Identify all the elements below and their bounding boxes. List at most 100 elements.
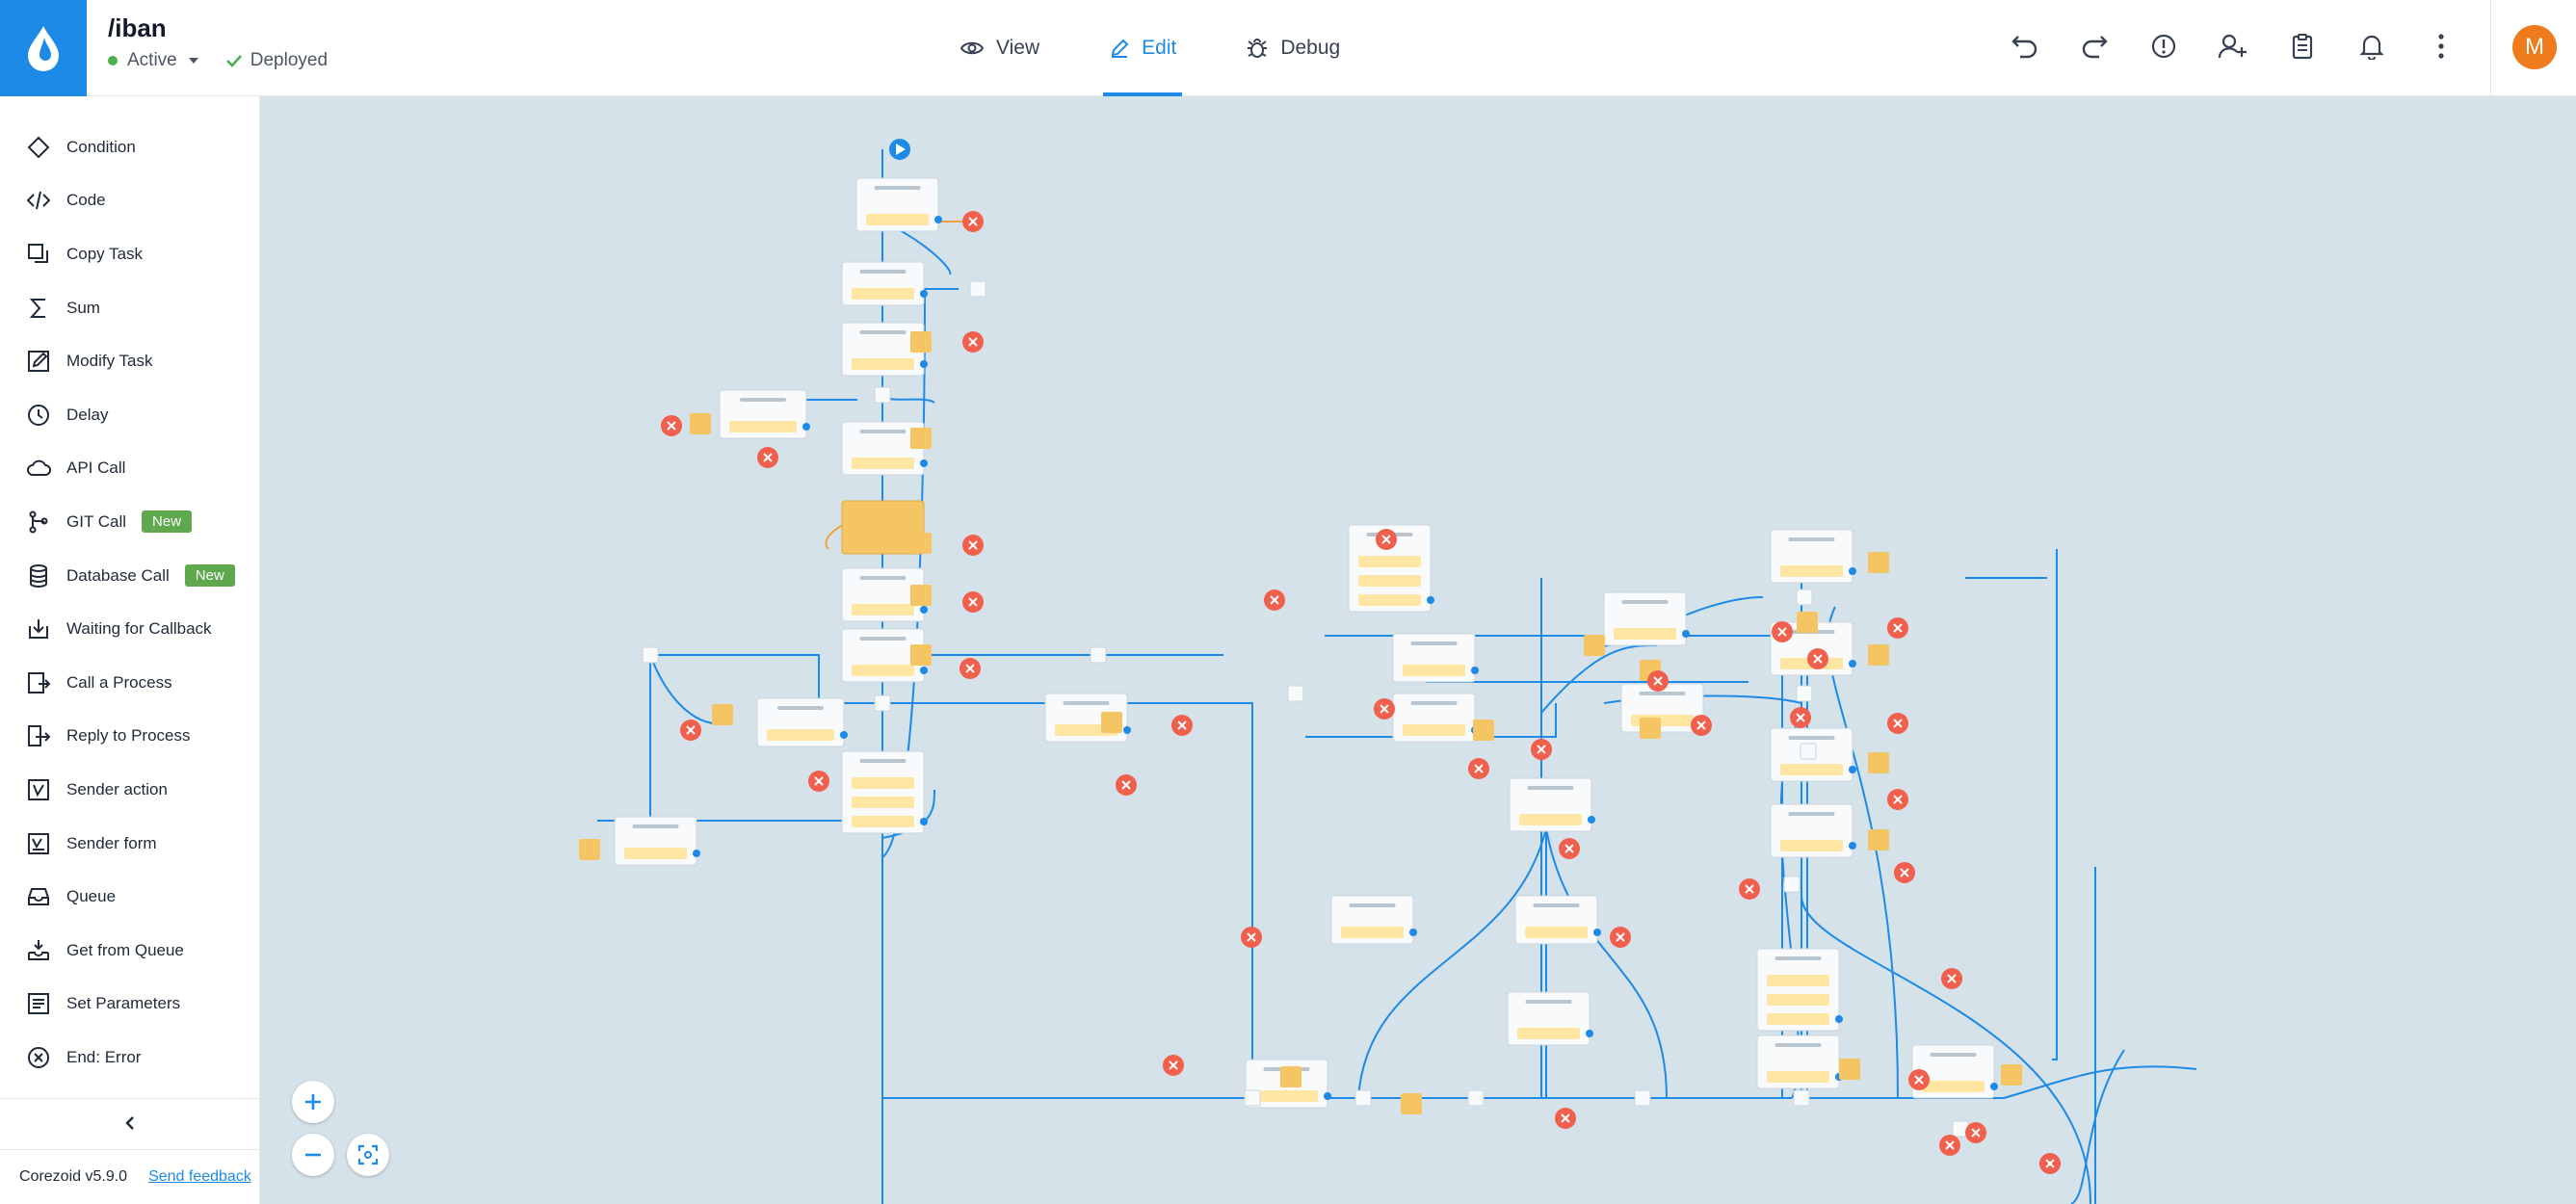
node-title-mark bbox=[859, 759, 907, 763]
node-title-mark bbox=[1774, 956, 1822, 960]
node-field bbox=[1780, 840, 1843, 851]
palette-item-waiting-for-callback[interactable]: Waiting for Callback bbox=[0, 602, 259, 656]
bell-icon bbox=[2359, 35, 2384, 60]
node-field bbox=[1403, 724, 1465, 736]
palette-item-git-call[interactable]: GIT Call New bbox=[0, 495, 259, 549]
alerts-button[interactable] bbox=[2144, 27, 2183, 65]
user-avatar[interactable]: M bbox=[2512, 25, 2557, 69]
connection-edge bbox=[881, 491, 1541, 1099]
error-cross-mark bbox=[1561, 1113, 1570, 1123]
node-title-mark bbox=[1788, 537, 1835, 541]
send-feedback-link[interactable]: Send feedback bbox=[148, 1168, 251, 1185]
palette-item-database-call[interactable]: Database Call New bbox=[0, 549, 259, 603]
node-field bbox=[1614, 628, 1676, 640]
eye-icon bbox=[959, 41, 985, 55]
escalation-node bbox=[2001, 1064, 2022, 1086]
fit-to-screen-button[interactable] bbox=[347, 1134, 389, 1176]
error-cross-mark bbox=[968, 217, 978, 226]
deploy-status: Deployed bbox=[225, 50, 328, 71]
notifications-button[interactable] bbox=[2353, 27, 2391, 65]
status-dropdown[interactable]: Active bbox=[108, 50, 200, 71]
escalation-node bbox=[1868, 752, 1889, 773]
palette-item-condition[interactable]: Condition bbox=[0, 120, 259, 174]
palette-item-modify-task[interactable]: Modify Task bbox=[0, 334, 259, 388]
node-field bbox=[1517, 1028, 1580, 1039]
node-field bbox=[1519, 814, 1582, 825]
palette-item-reply-to-process[interactable]: Reply to Process bbox=[0, 710, 259, 764]
error-cross-mark bbox=[1900, 868, 1909, 877]
more-button[interactable] bbox=[2422, 27, 2460, 65]
palette-item-code[interactable]: Code bbox=[0, 174, 259, 228]
palette-item-label: Get from Queue bbox=[66, 940, 184, 959]
node-palette-list: Condition Code Copy Task Sum Modify Task… bbox=[0, 96, 259, 1085]
undo-button[interactable] bbox=[2006, 27, 2044, 65]
node-port bbox=[1849, 567, 1856, 575]
junction-node bbox=[874, 386, 891, 404]
palette-item-set-parameters[interactable]: Set Parameters bbox=[0, 978, 259, 1032]
database-icon bbox=[30, 563, 47, 588]
error-cross-mark bbox=[1947, 974, 1957, 983]
node-port bbox=[1990, 1083, 1998, 1090]
node-port bbox=[1849, 842, 1856, 850]
process-node bbox=[1756, 948, 1840, 1032]
node-port bbox=[1849, 660, 1856, 667]
node-title-mark bbox=[1774, 1043, 1822, 1047]
error-cross-mark bbox=[763, 453, 773, 462]
connection-edge bbox=[1545, 827, 1668, 1099]
corezoid-logo[interactable] bbox=[0, 0, 87, 96]
top-bar: /iban Active Deployed View Edit bbox=[0, 0, 2576, 96]
connection-edge bbox=[650, 654, 882, 704]
node-title-mark bbox=[1533, 903, 1580, 907]
tab-edit[interactable]: Edit bbox=[1103, 0, 1183, 96]
diamond-icon bbox=[27, 136, 50, 159]
zoom-out-button[interactable] bbox=[292, 1134, 334, 1176]
tab-view[interactable]: View bbox=[954, 0, 1045, 96]
palette-item-sender-action[interactable]: Sender action bbox=[0, 763, 259, 817]
escalation-node bbox=[579, 839, 600, 860]
palette-item-label: API Call bbox=[66, 458, 126, 478]
node-field bbox=[1255, 1090, 1318, 1102]
escalation-node bbox=[1868, 829, 1889, 851]
node-title-mark bbox=[1525, 1000, 1572, 1004]
tab-debug[interactable]: Debug bbox=[1240, 0, 1346, 96]
node-field bbox=[852, 665, 914, 676]
escalation-node bbox=[910, 331, 932, 353]
node-port bbox=[1835, 1015, 1843, 1023]
node-port bbox=[934, 216, 942, 223]
new-badge: New bbox=[184, 564, 235, 588]
node-field bbox=[624, 848, 687, 859]
tasks-button[interactable] bbox=[2283, 27, 2322, 65]
error-cross-mark bbox=[1537, 745, 1546, 754]
connection-edge bbox=[1305, 703, 1557, 738]
node-port bbox=[840, 731, 848, 739]
escalation-node bbox=[1640, 718, 1661, 739]
edit-icon bbox=[28, 351, 49, 373]
zoom-in-button[interactable] bbox=[292, 1081, 334, 1123]
process-canvas[interactable] bbox=[260, 96, 2576, 1204]
palette-item-get-from-queue[interactable]: Get from Queue bbox=[0, 924, 259, 978]
palette-item-copy-task[interactable]: Copy Task bbox=[0, 227, 259, 281]
node-title-mark bbox=[1410, 701, 1458, 705]
palette-item-queue[interactable]: Queue bbox=[0, 870, 259, 924]
palette-item-sender-form[interactable]: Sender form bbox=[0, 817, 259, 871]
palette-item-api-call[interactable]: API Call bbox=[0, 442, 259, 496]
redo-button[interactable] bbox=[2075, 27, 2114, 65]
minus-icon bbox=[305, 1153, 321, 1157]
palette-item-end-error[interactable]: End: Error bbox=[0, 1031, 259, 1085]
node-title-mark bbox=[859, 576, 907, 580]
error-cross-mark bbox=[968, 337, 978, 347]
palette-item-delay[interactable]: Delay bbox=[0, 388, 259, 442]
connection-edge bbox=[881, 789, 935, 839]
plus-icon bbox=[305, 1094, 321, 1110]
collapse-sidebar-button[interactable] bbox=[0, 1098, 260, 1146]
error-cross-mark bbox=[1247, 932, 1256, 942]
error-cross-mark bbox=[1945, 1140, 1955, 1150]
share-button[interactable] bbox=[2214, 27, 2252, 65]
palette-item-label: Sender form bbox=[66, 833, 157, 852]
palette-item-call-a-process[interactable]: Call a Process bbox=[0, 656, 259, 710]
error-cross-mark bbox=[1121, 780, 1131, 790]
palette-item-sum[interactable]: Sum bbox=[0, 281, 259, 335]
junction-node bbox=[1090, 646, 1107, 664]
error-cross-mark bbox=[968, 597, 978, 607]
